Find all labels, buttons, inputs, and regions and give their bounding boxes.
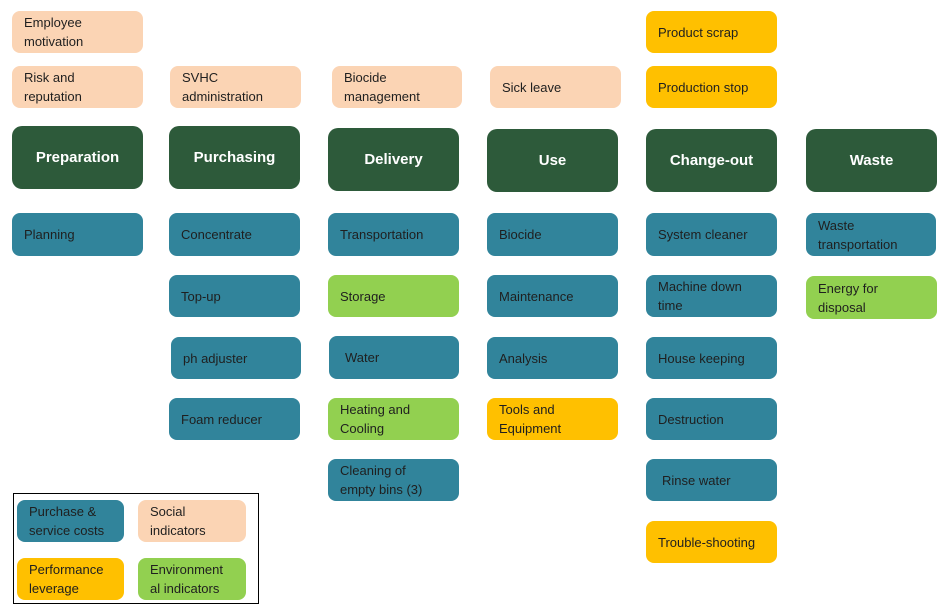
energy-disposal-box: Energy for disposal	[806, 276, 937, 319]
transportation-box: Transportation	[328, 213, 459, 256]
machine-down-time-box: Machine down time	[646, 275, 777, 317]
water-box: Water	[329, 336, 459, 379]
storage-box: Storage	[328, 275, 459, 317]
svhc-administration-box: SVHC administration	[170, 66, 301, 108]
legend-social-indicators: Social indicators	[138, 500, 246, 542]
biocide-box: Biocide	[487, 213, 618, 256]
stage-use: Use	[487, 129, 618, 192]
stage-delivery: Delivery	[328, 128, 459, 191]
planning-box: Planning	[12, 213, 143, 256]
concentrate-box: Concentrate	[169, 213, 300, 256]
waste-transportation-box: Waste transportation	[806, 213, 936, 256]
destruction-box: Destruction	[646, 398, 777, 440]
stage-purchasing: Purchasing	[169, 126, 300, 189]
risk-reputation-box: Risk and reputation	[12, 66, 143, 108]
tools-equipment-box: Tools and Equipment	[487, 398, 618, 440]
sick-leave-box: Sick leave	[490, 66, 621, 108]
cleaning-bins-box: Cleaning of empty bins (3)	[328, 459, 459, 501]
foam-reducer-box: Foam reducer	[169, 398, 300, 440]
legend	[13, 493, 259, 604]
legend-environmental-indicators: Environment al indicators	[138, 558, 246, 600]
house-keeping-box: House keeping	[646, 337, 777, 379]
production-stop-box: Production stop	[646, 66, 777, 108]
ph-adjuster-box: ph adjuster	[171, 337, 301, 379]
stage-waste: Waste	[806, 129, 937, 192]
top-up-box: Top-up	[169, 275, 300, 317]
system-cleaner-box: System cleaner	[646, 213, 777, 256]
legend-purchase-service-costs: Purchase & service costs	[17, 500, 124, 542]
employee-motivation-box: Employee motivation	[12, 11, 143, 53]
analysis-box: Analysis	[487, 337, 618, 379]
trouble-shooting-box: Trouble-shooting	[646, 521, 777, 563]
rinse-water-box: Rinse water	[646, 459, 777, 501]
heating-cooling-box: Heating and Cooling	[328, 398, 459, 440]
legend-performance-leverage: Performance leverage	[17, 558, 124, 600]
biocide-management-box: Biocide management	[332, 66, 462, 108]
product-scrap-box: Product scrap	[646, 11, 777, 53]
maintenance-box: Maintenance	[487, 275, 618, 317]
stage-preparation: Preparation	[12, 126, 143, 189]
stage-change-out: Change-out	[646, 129, 777, 192]
